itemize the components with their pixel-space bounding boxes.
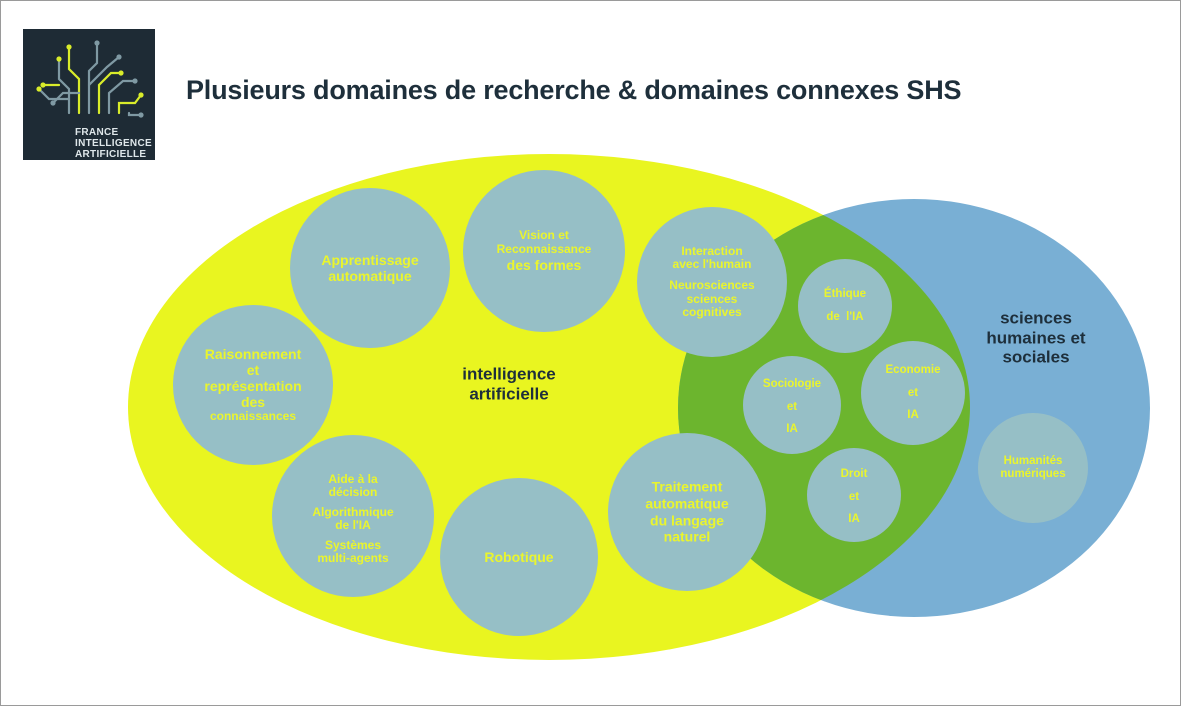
bubble-sociologie xyxy=(743,356,841,454)
vision-label: Vision et Reconnaissance des formes xyxy=(496,228,592,273)
robotique-line-1: Robotique xyxy=(484,548,554,565)
ethique-line-2: de l'IA xyxy=(826,310,864,323)
raisonnement-label: Raisonnement et représentation des conna… xyxy=(204,346,301,424)
sociologie-line-3: IA xyxy=(786,422,798,435)
vision-line-3: des formes xyxy=(506,256,582,273)
shs-label-line-2: humaines et xyxy=(986,328,1086,348)
shs-set-label: sciences humaines et sociales xyxy=(986,309,1085,368)
traitement-label: Traitement automatique du langage nature… xyxy=(645,478,728,545)
ai-set-label: intelligence artificielle xyxy=(462,364,556,403)
bubble-humanites xyxy=(978,413,1088,523)
economie-line-3: IA xyxy=(907,408,919,421)
apprentissage-line-2: automatique xyxy=(328,268,412,284)
interaction-line-4: sciences xyxy=(686,291,738,306)
shs-label-line-3: sociales xyxy=(1002,347,1070,367)
traitement-line-3: du langage xyxy=(650,512,724,528)
droit-label: Droit et IA xyxy=(840,467,868,526)
aide-line-2: décision xyxy=(328,484,378,499)
bubble-interaction xyxy=(637,207,787,357)
sociologie-line-2: et xyxy=(786,400,798,413)
raisonnement-line-2: et xyxy=(246,362,260,379)
interaction-line-2: avec l'humain xyxy=(672,257,752,272)
vision-line-2: Reconnaissance xyxy=(496,241,592,256)
bubble-aide xyxy=(272,435,434,597)
robotique-label: Robotique xyxy=(484,549,553,565)
france-ia-logo: FRANCE INTELLIGENCE ARTIFICIELLE xyxy=(23,29,155,160)
vision-line-1: Vision et xyxy=(519,228,569,243)
aide-line-6: multi-agents xyxy=(317,551,389,566)
interaction-label: Interaction avec l'humain Neurosciences … xyxy=(669,244,755,319)
shs-label-line-1: sciences xyxy=(1000,308,1072,328)
apprentissage-line-1: Apprentissage xyxy=(321,251,419,268)
droit-line-3: IA xyxy=(848,512,860,525)
droit-line-2: et xyxy=(848,490,860,503)
bubble-robotique xyxy=(440,478,598,636)
raisonnement-line-3: représentation xyxy=(204,378,302,395)
aide-line-5: Systèmes xyxy=(324,538,382,553)
bubble-raisonnement xyxy=(173,305,333,465)
logo-wordmark: FRANCE INTELLIGENCE ARTIFICIELLE xyxy=(75,127,153,160)
bubble-vision xyxy=(463,170,625,332)
interaction-line-1: Interaction xyxy=(681,244,743,259)
sociologie-label: Sociologie et IA xyxy=(762,377,822,436)
logo-line-2: INTELLIGENCE xyxy=(75,138,152,149)
economie-label: Economie et IA xyxy=(885,363,941,422)
economie-line-2: et xyxy=(907,386,919,399)
sociologie-line-1: Sociologie xyxy=(762,377,822,390)
raisonnement-line-4: des xyxy=(240,394,266,411)
bubble-economie xyxy=(861,341,965,445)
circuit-tree-icon xyxy=(36,40,144,118)
raisonnement-line-5: connaissances xyxy=(209,409,297,424)
interaction-line-3: Neurosciences xyxy=(669,278,755,293)
aide-line-4: de l'IA xyxy=(335,518,371,532)
traitement-line-4: naturel xyxy=(663,528,711,545)
raisonnement-line-1: Raisonnement xyxy=(204,345,302,362)
bubble-ethique xyxy=(798,259,892,353)
ai-label-line-2: artificielle xyxy=(469,384,549,403)
droit-line-1: Droit xyxy=(840,467,868,480)
humanites-line-1: Humanités xyxy=(1003,454,1063,467)
bubble-traitement xyxy=(608,433,766,591)
ai-label-line-1: intelligence xyxy=(462,364,556,384)
humanites-line-2: numériques xyxy=(1000,468,1066,480)
aide-line-3: Algorithmique xyxy=(312,505,394,520)
bubble-droit xyxy=(807,448,901,542)
economie-line-1: Economie xyxy=(885,363,941,376)
logo-line-1: FRANCE xyxy=(75,127,119,138)
apprentissage-label: Apprentissage automatique xyxy=(321,252,418,284)
ethique-label: Éthique de l'IA xyxy=(823,288,867,323)
humanites-label: Humanités numériques xyxy=(1000,455,1065,481)
traitement-line-1: Traitement xyxy=(651,478,723,495)
bubble-apprentissage xyxy=(290,188,450,348)
traitement-line-2: automatique xyxy=(645,495,729,512)
interaction-line-5: cognitives xyxy=(682,304,742,319)
page-title: Plusieurs domaines de recherche & domain… xyxy=(186,75,962,105)
ethique-line-1: Éthique xyxy=(823,288,867,300)
aide-line-1: Aide à la xyxy=(328,472,378,487)
aide-label: Aide à la décision Algorithmique de l'IA… xyxy=(312,473,393,565)
logo-line-3: ARTIFICIELLE xyxy=(75,149,147,160)
